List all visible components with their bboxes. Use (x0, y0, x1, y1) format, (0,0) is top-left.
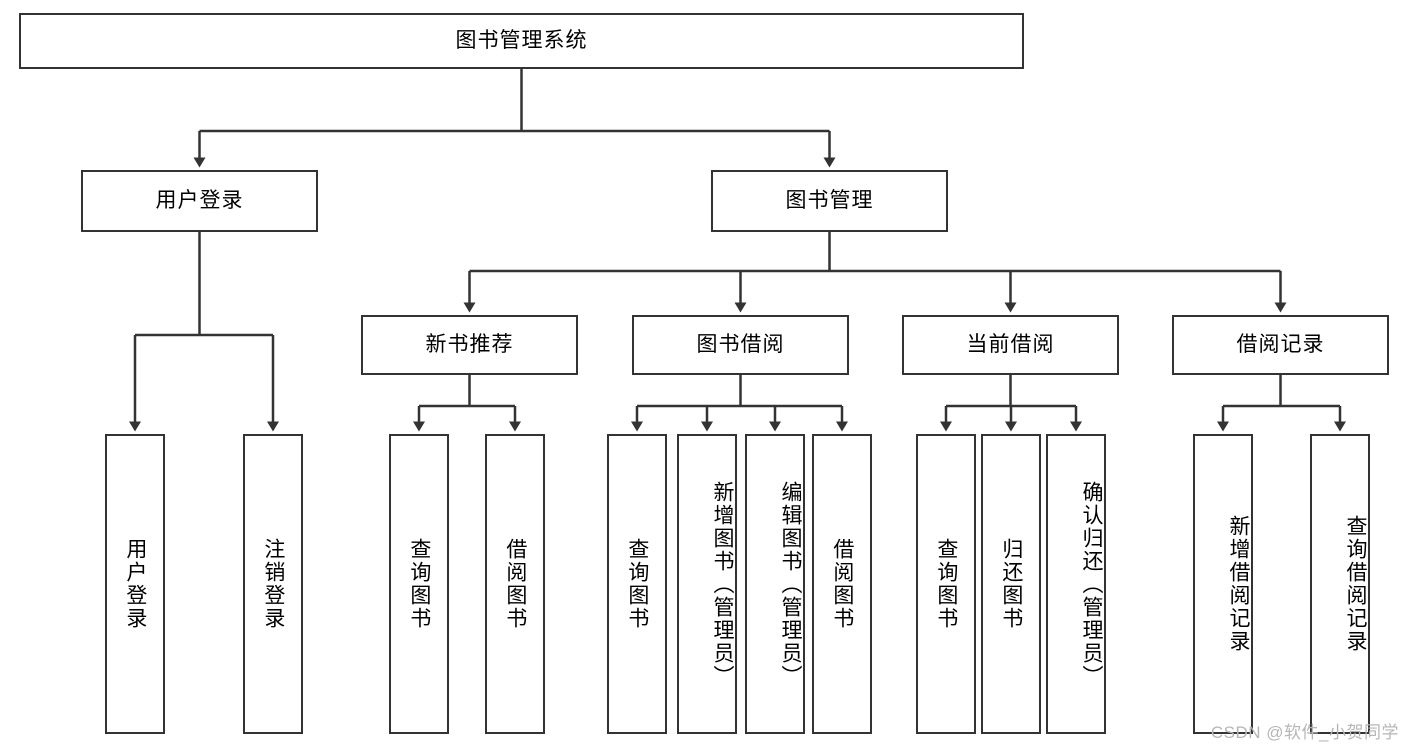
node-label: 图书管理系统 (455, 29, 588, 53)
node-leaf-cu-c[interactable]: 确认归还（管理员） (1046, 434, 1106, 734)
node-leaf-re-q[interactable]: 查询借阅记录 (1310, 434, 1370, 734)
node-bookmgmt[interactable]: 图书管理 (711, 170, 948, 232)
node-label: 查询借阅记录 (1344, 515, 1367, 653)
node-label: 图书借阅 (696, 333, 785, 357)
node-leaf-cu-r[interactable]: 归还图书 (981, 434, 1041, 734)
node-label: 查询图书 (625, 538, 649, 630)
node-label: 图书管理 (785, 189, 874, 213)
watermark-label: CSDN @软件_小贺同学 (1210, 723, 1399, 742)
node-label: 注销登录 (261, 538, 285, 630)
node-leaf-cu-q[interactable]: 查询图书 (916, 434, 976, 734)
node-current[interactable]: 当前借阅 (902, 315, 1119, 375)
node-leaf-nb-q[interactable]: 查询图书 (389, 434, 449, 734)
node-label: 新书推荐 (425, 333, 514, 357)
node-records[interactable]: 借阅记录 (1172, 315, 1389, 375)
node-label: 编辑图书（管理员） (779, 480, 802, 688)
node-label: 借阅图书 (503, 538, 527, 630)
node-login[interactable]: 用户登录 (81, 170, 318, 232)
node-leaf-nb-b[interactable]: 借阅图书 (485, 434, 545, 734)
node-newbooks[interactable]: 新书推荐 (361, 315, 578, 375)
node-label: 借阅记录 (1236, 333, 1325, 357)
node-label: 当前借阅 (966, 333, 1055, 357)
node-root[interactable]: 图书管理系统 (19, 13, 1024, 69)
node-label: 借阅图书 (830, 538, 854, 630)
node-leaf-bo-q[interactable]: 查询图书 (607, 434, 667, 734)
node-label: 新增图书（管理员） (711, 480, 734, 688)
node-label: 用户登录 (155, 189, 244, 213)
node-leaf-logout[interactable]: 注销登录 (243, 434, 303, 734)
node-leaf-bo-ed[interactable]: 编辑图书（管理员） (745, 434, 805, 734)
node-borrow[interactable]: 图书借阅 (632, 315, 849, 375)
node-leaf-re-add[interactable]: 新增借阅记录 (1193, 434, 1253, 734)
node-label: 确认归还（管理员） (1080, 480, 1103, 688)
node-leaf-bo-add[interactable]: 新增图书（管理员） (677, 434, 737, 734)
node-leaf-login[interactable]: 用户登录 (105, 434, 165, 734)
node-label: 查询图书 (934, 538, 958, 630)
node-leaf-bo-b[interactable]: 借阅图书 (812, 434, 872, 734)
node-label: 用户登录 (123, 538, 147, 630)
node-label: 新增借阅记录 (1227, 515, 1250, 653)
node-label: 归还图书 (999, 538, 1023, 630)
node-label: 查询图书 (407, 538, 431, 630)
